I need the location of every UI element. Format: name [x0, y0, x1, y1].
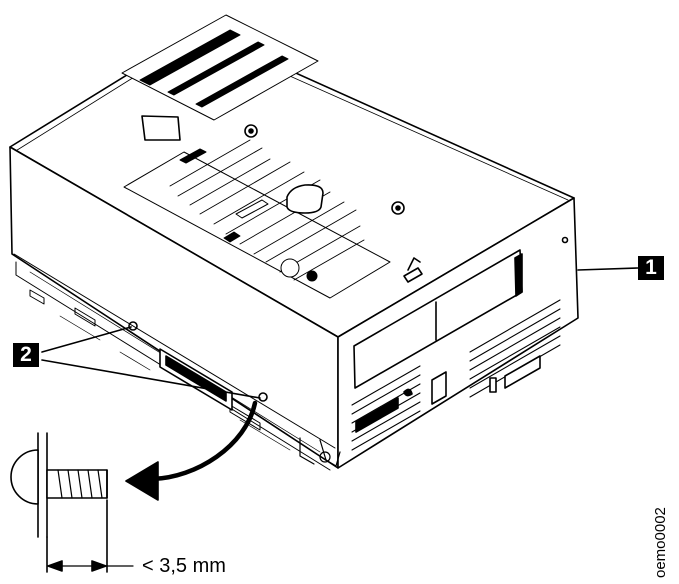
screw-detail: [10, 432, 108, 538]
top-label-large: [123, 139, 391, 299]
curved-arrow: [125, 400, 258, 501]
callout-1-leader: [577, 267, 639, 271]
top-feature-square: [141, 115, 181, 141]
top-label-small: [121, 14, 319, 121]
bezel-logo: [355, 388, 413, 433]
callout-label-1: 1: [638, 256, 664, 280]
dimension-line: [46, 499, 134, 573]
mounting-hole-rear: [258, 392, 268, 402]
top-feature-screw: [244, 124, 405, 215]
front-bezel: [337, 197, 579, 469]
dimension-label: < 3,5 mm: [142, 555, 226, 577]
figure-identifier: oemo0002: [652, 507, 669, 578]
top-feature-round: [286, 184, 324, 214]
mounting-hole-front: [128, 321, 138, 331]
drive-bottom-feet: [299, 437, 341, 467]
callout-label-2: 2: [13, 343, 39, 367]
callout-2-leader: [41, 326, 261, 399]
top-rear-clip: [403, 257, 423, 283]
